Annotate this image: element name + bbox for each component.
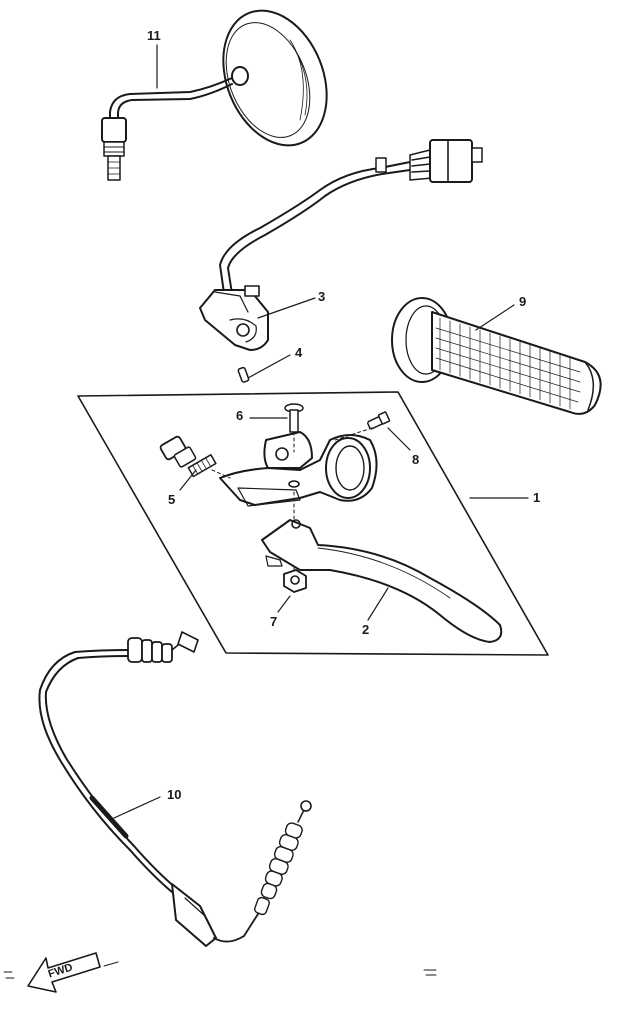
clutch-cable-part bbox=[38, 631, 312, 947]
small-screw-part bbox=[237, 366, 250, 383]
callout-1: 1 bbox=[533, 490, 541, 505]
lever-assembly-outline bbox=[77, 391, 549, 656]
leader-line-7 bbox=[277, 595, 291, 613]
leader-line-5 bbox=[179, 469, 197, 491]
clutch-lever-part bbox=[261, 519, 503, 643]
clamp-screw-part bbox=[367, 411, 391, 430]
leader-line-2 bbox=[367, 587, 389, 621]
callout-3: 3 bbox=[318, 289, 326, 304]
lever-holder-part bbox=[219, 431, 378, 507]
mirror-part bbox=[101, 9, 328, 181]
lever-nut-part bbox=[283, 569, 307, 593]
callout-9: 9 bbox=[519, 294, 527, 309]
callout-7: 7 bbox=[270, 614, 278, 629]
leader-line-4 bbox=[247, 354, 291, 379]
grip-part bbox=[391, 297, 602, 415]
scan-artifacts bbox=[3, 961, 437, 979]
callout-5: 5 bbox=[168, 492, 176, 507]
callout-6: 6 bbox=[236, 408, 244, 423]
pivot-bolt-part bbox=[284, 403, 304, 433]
callout-2: 2 bbox=[362, 622, 370, 637]
callout-4: 4 bbox=[295, 345, 303, 360]
leader-line-3 bbox=[257, 297, 316, 319]
callout-8: 8 bbox=[412, 452, 420, 467]
leader-line-9 bbox=[475, 304, 515, 331]
cable-adjuster-part bbox=[159, 435, 217, 478]
switch-with-harness-part bbox=[199, 139, 483, 351]
forward-arrow-icon bbox=[27, 952, 101, 993]
leader-line-8 bbox=[387, 427, 411, 451]
leader-line-10 bbox=[113, 796, 161, 819]
callout-10: 10 bbox=[167, 787, 182, 802]
callout-11: 11 bbox=[147, 28, 161, 43]
